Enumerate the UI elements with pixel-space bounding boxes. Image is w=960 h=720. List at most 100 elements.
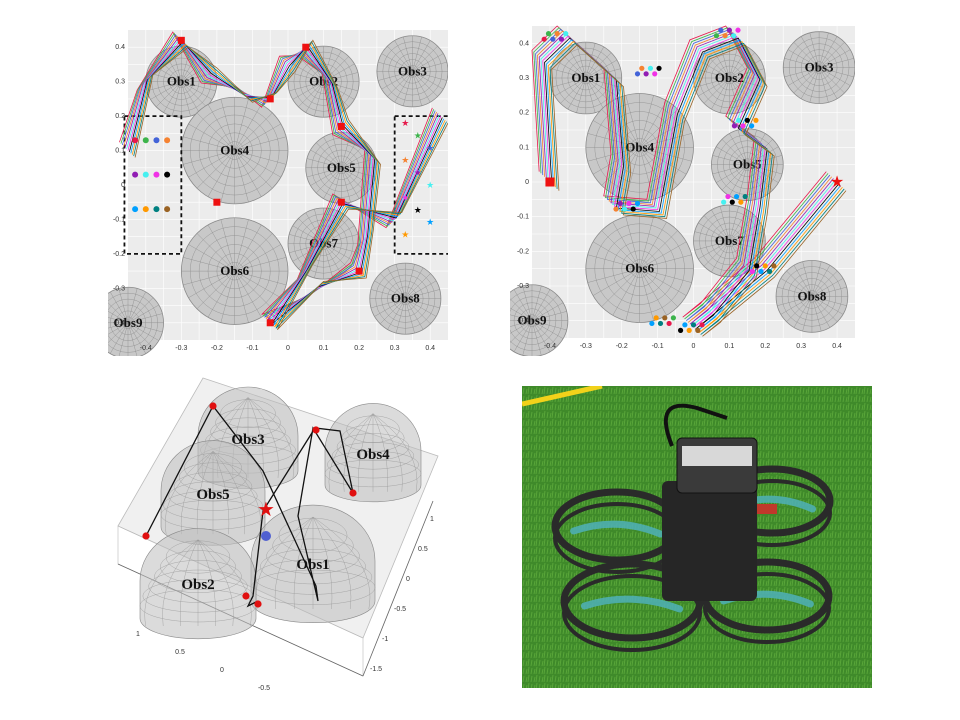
dashed-region-left <box>123 115 183 255</box>
y-tick-label: 0 <box>525 179 529 186</box>
waypoint-marker <box>337 122 345 130</box>
waypoint-marker <box>302 43 310 51</box>
obstacle-spoke <box>183 257 287 286</box>
dome-meridian <box>196 451 214 535</box>
trajectory-point <box>731 123 738 129</box>
y-axis-line <box>362 500 434 677</box>
trajectory-point <box>738 199 744 205</box>
x-tick-label: 0.2 <box>354 345 364 352</box>
propeller-guard-ring-lower <box>703 572 831 644</box>
waypoint-marker <box>142 532 150 540</box>
dome-meridian <box>162 539 199 627</box>
x-tick-label: 1 <box>136 631 140 638</box>
goal-star-icon: ★ <box>426 143 434 153</box>
obstacle-label: Obs3 <box>398 63 427 78</box>
x-tick-label: -0.1 <box>652 343 664 350</box>
waypoint-marker <box>242 592 250 600</box>
trajectory-point <box>639 65 645 71</box>
trajectory-point <box>713 33 720 39</box>
obstacle-label: Obs9 <box>518 313 547 328</box>
waypoint-marker <box>213 198 221 206</box>
obstacle-label: Obs4 <box>220 143 249 158</box>
x-tick-label: 0.1 <box>725 343 735 350</box>
goal-star-icon: ★ <box>414 168 422 178</box>
dome-meridian <box>358 413 374 492</box>
x-tick-label: 0.1 <box>319 345 329 352</box>
goal-star-icon: ★ <box>426 217 434 227</box>
start-point <box>164 171 171 178</box>
y-tick-label: -0.2 <box>517 248 529 255</box>
dashed-region-right <box>393 115 448 255</box>
dome-meridian <box>197 539 216 627</box>
obstacle-label: Obs6 <box>625 261 654 276</box>
waypoint-marker <box>355 267 363 275</box>
x-tick-label: -0.3 <box>175 345 187 352</box>
y-tick-label: 0.4 <box>519 40 529 47</box>
dome-meridian <box>247 397 279 479</box>
trajectory-point <box>541 36 547 42</box>
x-tick-label: 0.3 <box>796 343 806 350</box>
start-point <box>164 206 171 213</box>
drone-photo-svg <box>522 386 872 688</box>
trajectory-point <box>766 268 773 275</box>
obstacle-label: Obs8 <box>391 291 420 306</box>
waypoint-marker <box>209 402 217 410</box>
propeller-blade <box>570 520 664 538</box>
goal-star-icon: ★ <box>401 155 409 165</box>
x-tick-label: -0.3 <box>580 343 592 350</box>
obstacle-label: Obs9 <box>114 315 143 330</box>
dome-meridian <box>197 539 234 627</box>
trajectory-point <box>754 263 760 269</box>
dome-meridian <box>165 451 214 535</box>
dome-meridian <box>212 451 230 535</box>
trajectory-point <box>758 268 764 275</box>
x-tick-label: 0.4 <box>425 345 435 352</box>
trajectory-point <box>563 31 569 37</box>
dome-meridian <box>212 451 261 535</box>
panel-c-3d-plot: Obs3Obs4Obs5Obs1Obs2★10.50-0.5-1-1.510.5… <box>108 376 448 696</box>
goal-star-icon: ★ <box>401 230 409 240</box>
yellow-field-line <box>522 386 603 407</box>
y-tick-label: -0.3 <box>113 285 125 292</box>
goal-star-icon: ★ <box>414 205 422 215</box>
battery-connector <box>757 504 777 514</box>
dome-meridian <box>372 413 388 492</box>
compute-heatsink <box>682 446 752 466</box>
trajectory-point <box>626 200 632 207</box>
drone-photo <box>522 386 872 688</box>
trajectory-point <box>657 320 664 327</box>
trajectory-point <box>731 33 737 39</box>
obstacle-label: Obs3 <box>231 432 264 448</box>
y-tick-label: 0.3 <box>519 75 529 82</box>
obstacle-spoke <box>587 133 692 162</box>
trajectory-point <box>735 27 741 33</box>
panel-c-svg: Obs3Obs4Obs5Obs1Obs2★10.50-0.5-1-1.510.5… <box>117 377 439 692</box>
y-tick-label: 0.1 <box>115 148 125 155</box>
obstacle-label: Obs7 <box>715 233 744 248</box>
trajectory-point <box>762 263 768 269</box>
trajectory-point <box>682 322 688 328</box>
y-tick-label: 1 <box>430 516 434 523</box>
waypoint-marker <box>254 600 262 608</box>
obstacle-obs6: Obs6 <box>180 217 289 325</box>
x-tick-label: -0.4 <box>544 343 556 350</box>
obstacle-spoke <box>712 155 783 175</box>
start-square-marker <box>545 177 555 187</box>
y-tick-label: -0.4 <box>113 320 125 327</box>
x-tick-label: 0 <box>286 345 290 352</box>
start-point <box>132 206 139 213</box>
trajectory-point <box>550 36 556 42</box>
trajectory-point <box>554 31 560 37</box>
obstacle-spoke <box>183 136 287 165</box>
trajectory-point <box>744 117 750 123</box>
goal-star-icon: ★ <box>414 130 422 140</box>
dome-meridian <box>312 516 352 610</box>
trajectory-point <box>695 327 701 333</box>
obstacle-spoke <box>108 313 163 329</box>
trajectory-point <box>630 206 636 212</box>
trajectory-point <box>662 315 668 321</box>
obstacle-label: Obs1 <box>571 70 600 85</box>
y-tick-label: 0.1 <box>519 144 529 151</box>
